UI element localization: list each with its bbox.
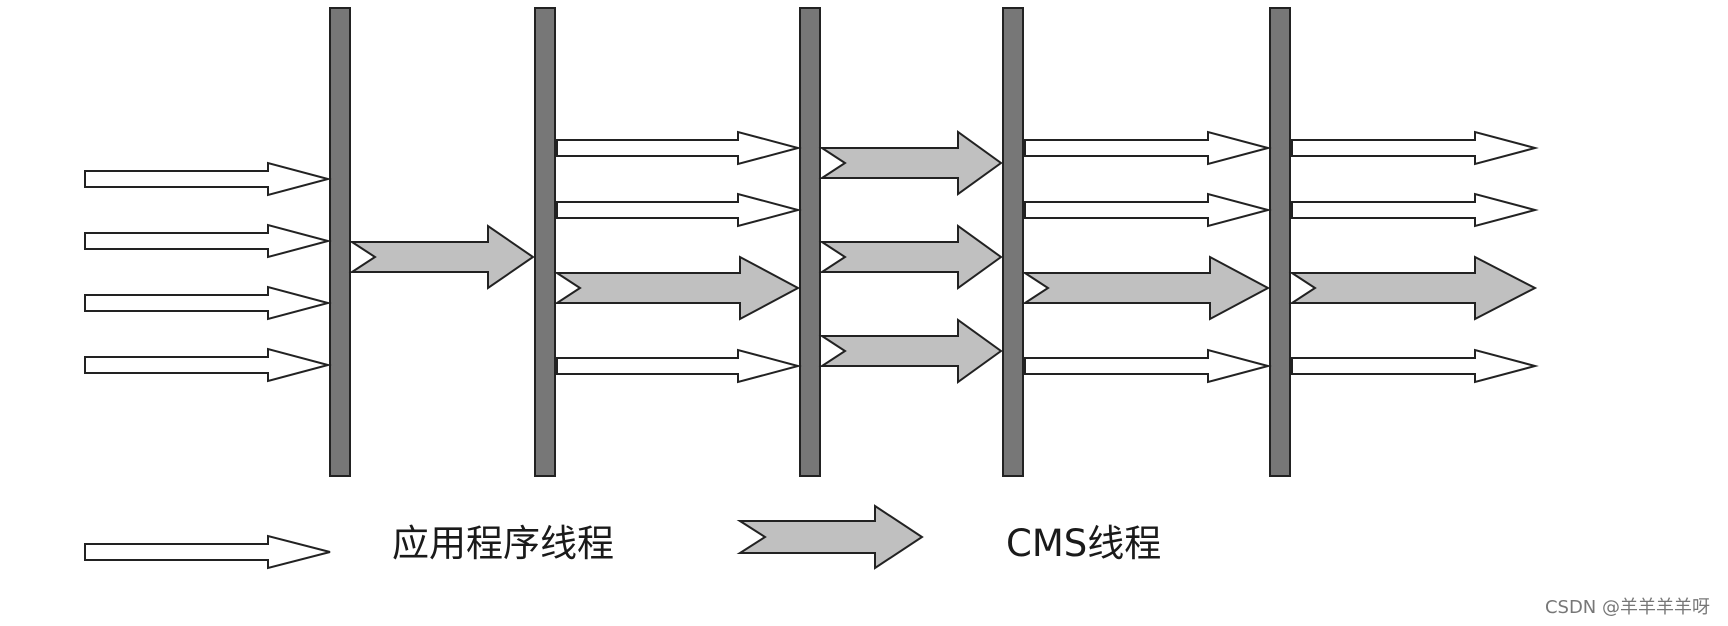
cms-thread-arrows xyxy=(348,130,1538,384)
app-thread-arrow xyxy=(84,161,332,197)
cms-thread-arrow xyxy=(1288,255,1538,321)
app-thread-arrow xyxy=(556,130,802,166)
app-thread-arrow xyxy=(556,192,802,228)
watermark-text: CSDN @羊羊羊羊呀 xyxy=(1545,597,1710,618)
phase-barrier-2 xyxy=(534,7,556,477)
phase-barrier-4 xyxy=(1002,7,1024,477)
cms-thread-arrow xyxy=(553,255,801,321)
cms-thread-arrow xyxy=(1021,255,1271,321)
legend-cms-thread-label: CMS线程 xyxy=(1006,522,1161,565)
app-thread-arrow xyxy=(1024,348,1272,384)
cms-thread-arrow xyxy=(818,130,1003,196)
app-thread-arrow xyxy=(1024,192,1272,228)
cms-thread-arrow xyxy=(818,224,1003,290)
app-thread-arrow xyxy=(1024,130,1272,166)
cms-thread-arrow xyxy=(348,224,535,290)
app-thread-arrow xyxy=(84,347,332,383)
phase-barrier-3 xyxy=(799,7,821,477)
legend-app-thread-label: 应用程序线程 xyxy=(392,522,614,565)
legend-app-thread-arrow xyxy=(84,534,331,570)
app-thread-arrow xyxy=(84,285,332,321)
legend-cms-thread-arrow xyxy=(736,504,924,570)
phase-barriers xyxy=(329,7,1291,477)
phase-barrier-1 xyxy=(329,7,351,477)
application-thread-arrows xyxy=(84,130,1539,384)
legend: 应用程序线程 CMS线程 xyxy=(84,504,1161,570)
app-thread-arrow xyxy=(1291,130,1539,166)
app-thread-arrow xyxy=(1291,192,1539,228)
cms-thread-arrow xyxy=(818,318,1003,384)
app-thread-arrow xyxy=(1291,348,1539,384)
app-thread-arrow xyxy=(556,348,802,384)
app-thread-arrow xyxy=(84,223,332,259)
phase-barrier-5 xyxy=(1269,7,1291,477)
